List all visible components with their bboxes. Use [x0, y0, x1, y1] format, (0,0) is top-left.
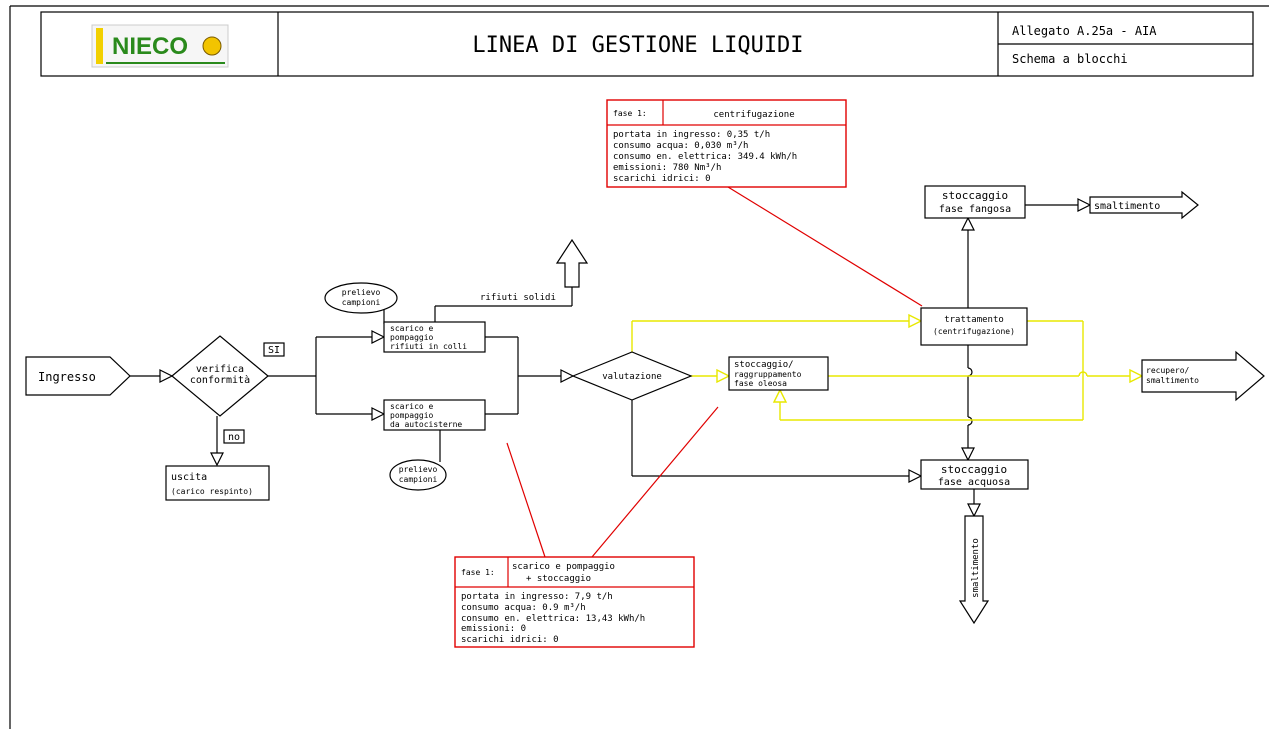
- prelievo-top-label-1: prelievo: [342, 288, 381, 297]
- trattamento-label-1: trattamento: [944, 315, 1004, 325]
- node-prelievo-top: prelievo campioni: [324, 282, 398, 314]
- stoccaggio-acquosa-label-1: stoccaggio: [941, 463, 1007, 476]
- attachment-label: Allegato A.25a - AIA: [1012, 24, 1157, 38]
- prelievo-bottom-label-1: prelievo: [399, 465, 438, 474]
- scarico-line-2: consumo acqua: 0.9 m³/h: [461, 603, 586, 613]
- leader-scarico-right: [591, 406, 719, 558]
- scarico-colli-label-2: pompaggio: [390, 333, 434, 342]
- flow-lines: [130, 204, 1078, 504]
- stoccaggio-oleosa-label-1: stoccaggio/: [734, 360, 794, 370]
- rifiuti-solidi-arrow: [555, 238, 589, 288]
- logo-bar: [96, 28, 103, 64]
- scarico-name-2: + stoccaggio: [526, 574, 591, 584]
- gear-icon: [202, 36, 222, 56]
- scarico-colli-label-1: scarico e: [390, 324, 434, 333]
- stoccaggio-fangosa-label-1: stoccaggio: [942, 189, 1008, 202]
- scarico-line-5: scarichi idrici: 0: [461, 635, 559, 645]
- node-recupero-smaltimento: recupero/ smaltimento: [1141, 350, 1265, 402]
- stoccaggio-acquosa-label-2: fase acquosa: [938, 477, 1010, 488]
- node-scarico-colli: scarico e pompaggio rifiuti in colli: [383, 321, 486, 353]
- smaltimento-bottom-label: smaltimento: [971, 538, 981, 598]
- ingresso-label: Ingresso: [38, 370, 96, 384]
- node-ingresso: Ingresso: [25, 356, 131, 396]
- phase-box-scarico: fase 1: scarico e pompaggio + stoccaggio…: [454, 556, 695, 648]
- node-prelievo-bottom: prelievo campioni: [389, 459, 447, 491]
- page-title: LINEA DI GESTIONE LIQUIDI: [472, 33, 803, 58]
- node-uscita: uscita (carico respinto): [165, 465, 270, 501]
- stoccaggio-oleosa-label-2: raggruppamento: [734, 370, 802, 379]
- scarico-line-4: emissioni: 0: [461, 624, 526, 634]
- node-stoccaggio-acquosa: stoccaggio fase acquosa: [920, 459, 1029, 490]
- uscita-label-1: uscita: [171, 472, 207, 483]
- scarico-line-3: consumo en. elettrica: 13,43 kWh/h: [461, 614, 645, 624]
- centrifugazione-line-4: emissioni: 780 Nm³/h: [613, 163, 721, 173]
- trattamento-label-2: (centrifugazione): [933, 327, 1015, 336]
- no-tag: no: [223, 429, 245, 444]
- verifica-label-1: verifica: [196, 364, 244, 375]
- node-scarico-autocisterne: scarico e pompaggio da autocisterne: [383, 399, 486, 431]
- scarico-name-1: scarico e pompaggio: [512, 562, 615, 572]
- centrifugazione-name: centrifugazione: [713, 110, 794, 120]
- scarico-auto-label-3: da autocisterne: [390, 420, 462, 429]
- leader-scarico-left: [506, 442, 546, 558]
- node-rifiuti-solidi: rifiuti solidi: [480, 238, 589, 303]
- verifica-label-2: conformità: [190, 374, 250, 386]
- node-smaltimento-bottom: smaltimento: [958, 515, 990, 625]
- nieco-logo: NIECO: [91, 24, 229, 68]
- phase-box-centrifugazione: fase 1: centrifugazione portata in ingre…: [606, 99, 847, 188]
- logo-text: NIECO: [112, 33, 188, 60]
- stoccaggio-oleosa-label-3: fase oleosa: [734, 379, 787, 388]
- stoccaggio-fangosa-label-2: fase fangosa: [939, 204, 1011, 215]
- centrifugazione-line-2: consumo acqua: 0,030 m³/h: [613, 141, 748, 151]
- rifiuti-solidi-label: rifiuti solidi: [480, 293, 556, 303]
- node-stoccaggio-fangosa: stoccaggio fase fangosa: [924, 185, 1026, 219]
- title-block: NIECO LINEA DI GESTIONE LIQUIDI Allegato…: [40, 11, 1254, 77]
- arrowheads: [159, 198, 1144, 518]
- uscita-label-2: (carico respinto): [171, 487, 253, 496]
- node-valutazione: valutazione: [571, 351, 693, 401]
- prelievo-top-label-2: campioni: [342, 298, 381, 307]
- oil-phase-lines: [631, 320, 1130, 421]
- scarico-colli-label-3: rifiuti in colli: [390, 342, 467, 351]
- leader-centrifugazione: [727, 186, 923, 307]
- centrifugazione-line-5: scarichi idrici: 0: [613, 174, 711, 184]
- recupero-label-1: recupero/: [1146, 366, 1190, 375]
- node-smaltimento-top: smaltimento: [1089, 190, 1199, 220]
- smaltimento-top-label: smaltimento: [1094, 201, 1160, 212]
- si-tag: SI: [263, 342, 285, 357]
- centrifugazione-line-1: portata in ingresso: 0,35 t/h: [613, 130, 770, 140]
- recupero-label-2: smaltimento: [1146, 376, 1199, 385]
- prelievo-bottom-label-2: campioni: [399, 475, 438, 484]
- si-label: SI: [268, 345, 280, 356]
- scarico-auto-label-2: pompaggio: [390, 411, 434, 420]
- node-stoccaggio-oleosa: stoccaggio/ raggruppamento fase oleosa: [728, 356, 829, 391]
- scarico-line-1: portata in ingresso: 7,9 t/h: [461, 592, 613, 602]
- scarico-fase-label: fase 1:: [461, 568, 495, 577]
- node-verifica-conformita: verifica conformità: [171, 335, 269, 417]
- centrifugazione-line-3: consumo en. elettrica: 349.4 kWh/h: [613, 152, 797, 162]
- valutazione-label: valutazione: [602, 372, 662, 382]
- centrifugazione-fase-label: fase 1:: [613, 109, 647, 118]
- no-label: no: [228, 432, 240, 443]
- subtitle-label: Schema a blocchi: [1012, 52, 1128, 66]
- node-trattamento: trattamento (centrifugazione): [920, 307, 1028, 346]
- scarico-auto-label-1: scarico e: [390, 402, 434, 411]
